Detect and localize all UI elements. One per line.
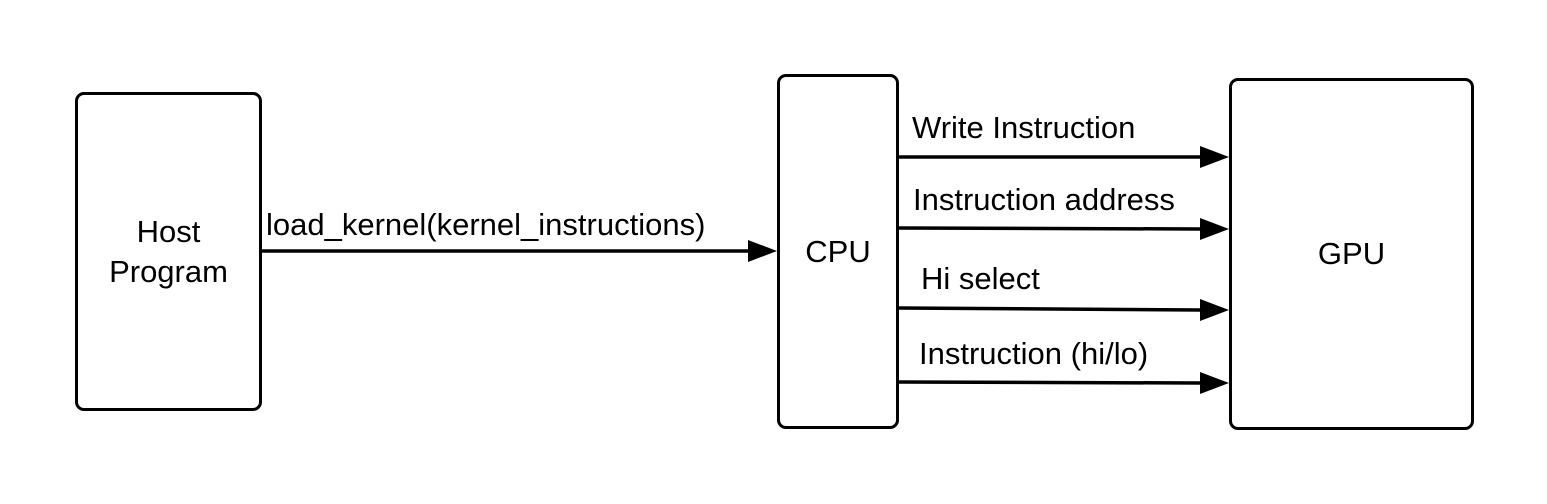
hi-select-label: Hi select bbox=[921, 261, 1040, 296]
edge-instruction-address bbox=[898, 218, 1229, 240]
edge-hi-select bbox=[898, 299, 1229, 321]
host-program-node: Host Program bbox=[75, 92, 262, 411]
edge-write-instruction-arrowhead bbox=[1200, 146, 1229, 168]
write-instruction-label: Write Instruction bbox=[912, 110, 1136, 145]
load-kernel-label: load_kernel(kernel_instructions) bbox=[266, 207, 706, 242]
instruction-hilo-label: Instruction (hi/lo) bbox=[919, 336, 1149, 371]
cpu-node: CPU bbox=[777, 74, 899, 429]
edge-instruction-address-line bbox=[898, 226, 1201, 231]
edge-instruction-hilo bbox=[898, 372, 1229, 394]
edge-host-to-cpu-arrowhead bbox=[748, 240, 777, 262]
cpu-label: CPU bbox=[805, 233, 871, 269]
host-program-label: Host Program bbox=[109, 213, 228, 289]
edge-host-to-cpu bbox=[262, 240, 777, 262]
edge-hi-select-arrowhead bbox=[1200, 299, 1229, 321]
edge-instruction-hilo-line bbox=[898, 380, 1201, 385]
edge-instruction-address-arrowhead bbox=[1200, 218, 1229, 240]
edge-write-instruction bbox=[899, 146, 1229, 168]
gpu-node: GPU bbox=[1229, 78, 1474, 430]
gpu-label: GPU bbox=[1317, 236, 1386, 271]
edge-hi-select-line bbox=[898, 306, 1201, 312]
instruction-address-label: Instruction address bbox=[913, 182, 1175, 217]
edge-instruction-hilo-arrowhead bbox=[1200, 372, 1229, 394]
